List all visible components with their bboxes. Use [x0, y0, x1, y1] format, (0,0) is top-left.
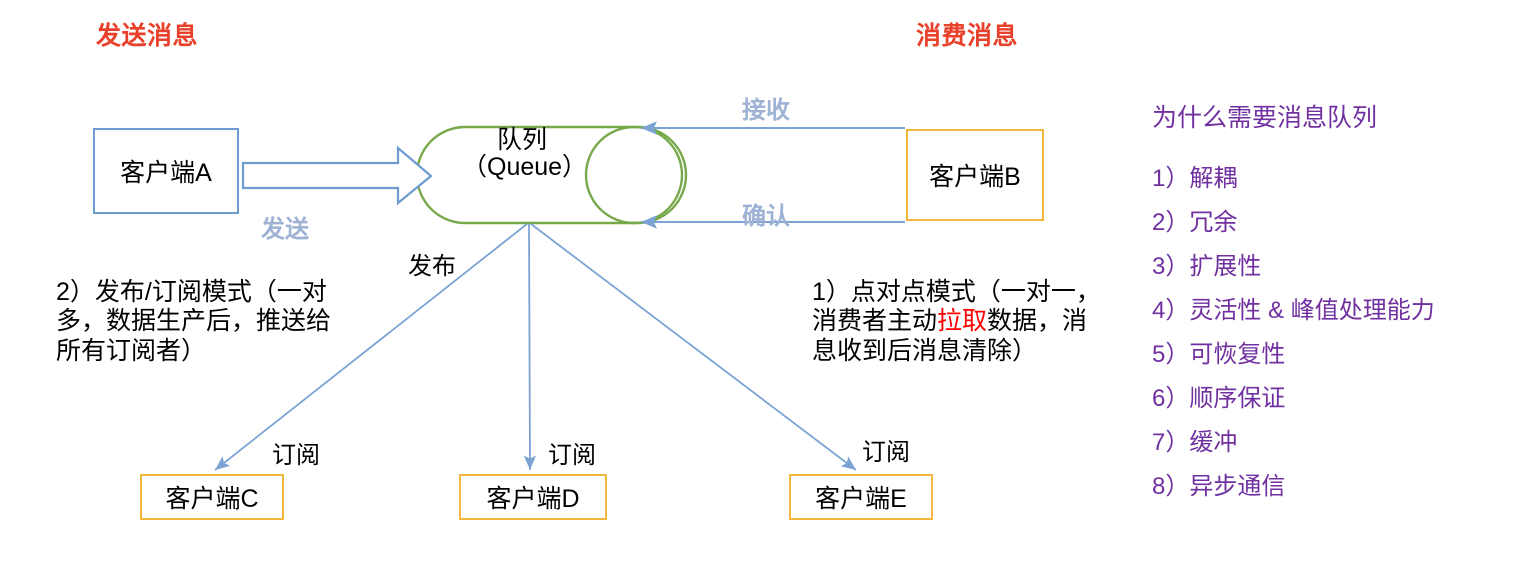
why-mq-item-8: 8）异步通信 [1152, 473, 1286, 500]
why-mq-item-4: 4）灵活性 & 峰值处理能力 [1152, 297, 1435, 324]
edge-label-subscribe-c: 订阅 [272, 442, 320, 469]
edge-label-ack: 确认 [742, 203, 790, 230]
node-client-b[interactable]: 客户端B [906, 129, 1044, 221]
heading-consume-message: 消费消息 [916, 22, 1019, 50]
subscribe-arrow-d [523, 223, 537, 471]
why-mq-panel: 为什么需要消息队列 1）解耦 2）冗余 3）扩展性 4）灵活性 & 峰值处理能力… [1152, 98, 1435, 510]
node-client-e[interactable]: 客户端E [789, 474, 933, 520]
send-block-arrow [241, 145, 433, 206]
subscribe-arrow-e [530, 223, 857, 471]
note-p2p-text-after: 数据，消息收到后消息清除） [812, 307, 1088, 365]
note-p2p-highlight: 拉取 [937, 307, 988, 336]
why-mq-item-5: 5）可恢复性 [1152, 341, 1286, 368]
edge-label-subscribe-e: 订阅 [862, 439, 910, 466]
edge-label-subscribe-d: 订阅 [548, 442, 596, 469]
node-queue-label: 队列 （Queue） [462, 126, 588, 181]
why-mq-title: 为什么需要消息队列 [1152, 104, 1378, 132]
node-client-a-label: 客户端A [120, 159, 212, 187]
node-client-c-label: 客户端C [165, 485, 259, 513]
node-client-b-label: 客户端B [929, 163, 1021, 191]
why-mq-item-6: 6）顺序保证 [1152, 385, 1286, 412]
note-point-to-point: 1）点对点模式（一对一，消费者主动拉取数据，消息收到后消息清除） [812, 278, 1104, 366]
why-mq-item-3: 3）扩展性 [1152, 253, 1262, 280]
node-client-e-label: 客户端E [815, 485, 907, 513]
note-pubsub: 2）发布/订阅模式（一对多，数据生产后，推送给所有订阅者） [56, 278, 332, 365]
why-mq-item-7: 7）缓冲 [1152, 429, 1238, 456]
note-p2p-text-before: 1）点对点模式（一对一，消费者主动 [812, 278, 1101, 336]
node-client-d-label: 客户端D [486, 485, 580, 513]
edge-label-send: 发送 [261, 216, 309, 243]
node-client-a[interactable]: 客户端A [93, 128, 239, 214]
edge-label-publish: 发布 [408, 253, 456, 280]
edge-label-receive: 接收 [742, 97, 790, 124]
why-mq-item-2: 2）冗余 [1152, 209, 1238, 236]
node-client-c[interactable]: 客户端C [140, 474, 284, 520]
queue-head-circle [584, 125, 684, 225]
queue-shape [415, 125, 688, 225]
why-mq-item-1: 1）解耦 [1152, 165, 1238, 192]
heading-send-message: 发送消息 [96, 22, 199, 50]
node-client-d[interactable]: 客户端D [459, 474, 607, 520]
